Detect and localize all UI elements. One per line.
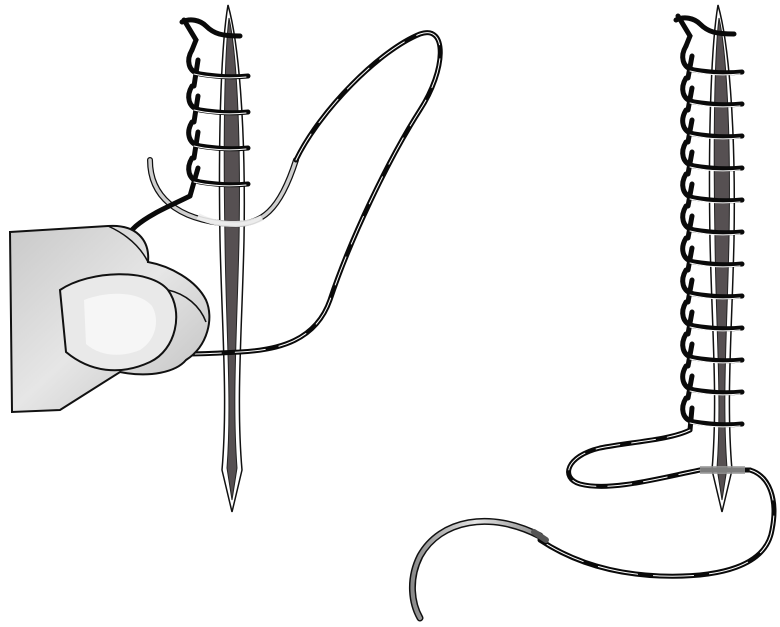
left-panel	[10, 5, 440, 512]
right-panel	[412, 5, 774, 618]
wound-left	[219, 5, 244, 512]
needle-icon	[412, 521, 546, 618]
wound-right	[709, 5, 734, 512]
hand-icon	[10, 226, 209, 412]
thread-tail	[540, 430, 774, 576]
